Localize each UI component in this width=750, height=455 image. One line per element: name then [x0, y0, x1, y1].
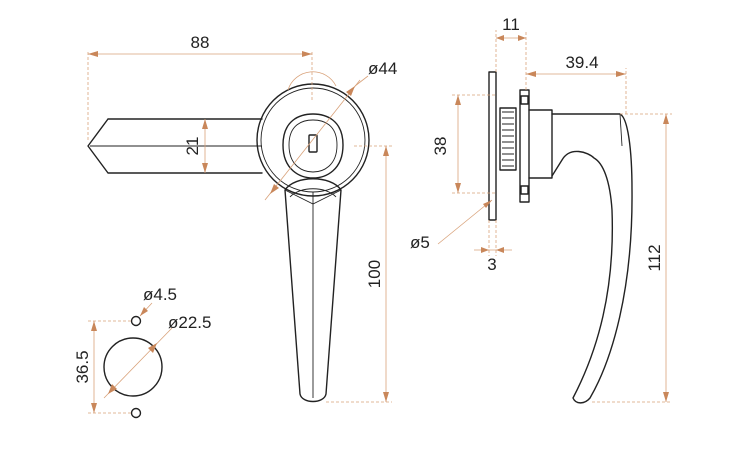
- front-key-bar: [87, 118, 263, 174]
- front-view: [87, 83, 370, 403]
- lever-reach-label: 39.4: [565, 53, 598, 72]
- front-cylinder: [282, 113, 344, 179]
- front-handle: [284, 178, 342, 403]
- side-nut: [499, 107, 517, 171]
- side-flange: [519, 89, 530, 203]
- rose-diameter-label: ø44: [368, 59, 397, 78]
- keyhole: [308, 134, 318, 153]
- plate-height-label: 38: [431, 137, 450, 156]
- cutout-top-hole: [130, 315, 142, 327]
- cutout-bottom-hole: [130, 407, 142, 419]
- side-view: [488, 71, 633, 404]
- cutout-main-circle: [103, 337, 163, 397]
- handle-length-label: 100: [365, 260, 384, 288]
- cutout-diameter-label: ø22.5: [168, 313, 211, 332]
- handle-width-label: 21: [183, 137, 202, 156]
- front-width-label: 88: [191, 33, 210, 52]
- front-dimensions: 88 ø44 21 100: [87, 33, 397, 403]
- cutout-dimensions: ø4.5 ø22.5 36.5: [73, 285, 211, 414]
- side-depth-label: 11: [502, 15, 520, 34]
- plate-thickness-label: 3: [487, 255, 496, 274]
- side-plate: [488, 71, 497, 221]
- hole-diameter-label: ø5: [410, 233, 430, 252]
- side-height-label: 112: [645, 244, 664, 271]
- panel-cutout: [103, 315, 163, 419]
- cutout-hole-label: ø4.5: [143, 285, 177, 304]
- cutout-spacing-label: 36.5: [73, 350, 92, 383]
- side-dimensions: 11 39.4 38 ø5 3 112: [410, 15, 672, 403]
- side-lever: [551, 113, 633, 404]
